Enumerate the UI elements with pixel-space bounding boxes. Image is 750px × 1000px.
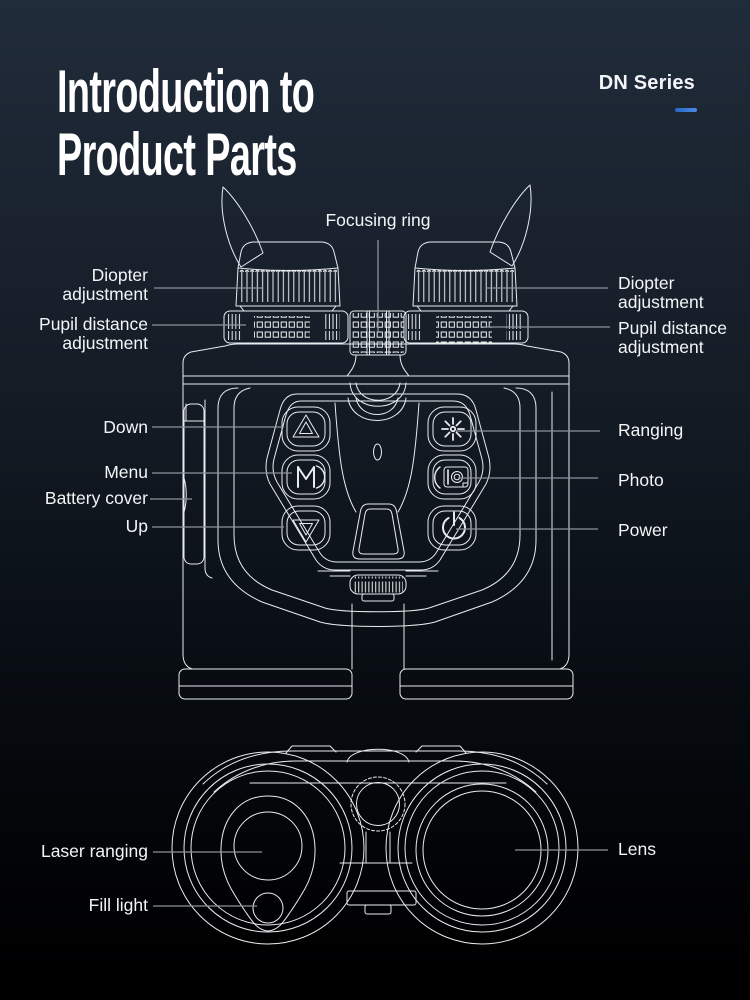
- label-photo: Photo: [618, 470, 664, 490]
- label-diopter-right: Diopter adjustment: [618, 273, 704, 312]
- grip-contour-inner: [233, 387, 521, 613]
- power-icon: [442, 511, 466, 540]
- focus-wheel: [349, 574, 407, 602]
- laser-housing-outline: [220, 795, 316, 932]
- front-wheel-dome: [346, 748, 410, 763]
- front-view-drawing: [171, 745, 579, 945]
- left-diopter-ring: [239, 269, 337, 305]
- right-barrel-cap: [399, 668, 574, 700]
- label-pupil-right: Pupil distance adjustment: [618, 318, 727, 357]
- up-button: [281, 505, 331, 551]
- label-diopter-left: Diopter adjustment: [62, 265, 148, 304]
- photo-button: [427, 454, 477, 500]
- down-button: [281, 406, 331, 452]
- triangle-up-icon: [292, 414, 320, 438]
- menu-button: [281, 454, 331, 500]
- grip-contour-outer: [217, 387, 537, 627]
- fill-light-lens: [252, 892, 284, 924]
- front-left-barrel: [171, 751, 365, 945]
- left-pupil-plate: [223, 310, 349, 344]
- label-lens: Lens: [618, 839, 656, 859]
- front-right-barrel: [385, 751, 579, 945]
- camera-icon: [434, 466, 469, 489]
- label-menu: Menu: [104, 462, 148, 482]
- triangle-down-icon: [292, 519, 320, 543]
- label-up: Up: [125, 516, 148, 536]
- series-underline: [675, 108, 697, 112]
- menu-m-icon: [297, 465, 326, 489]
- left-eyecup-horn: [221, 186, 264, 268]
- label-down: Down: [103, 417, 148, 437]
- leader-lines: [150, 240, 610, 907]
- right-eyecup: [412, 184, 532, 312]
- front-bottom-bridge: [339, 862, 417, 915]
- focusing-ring-neck: [349, 382, 407, 407]
- right-diopter-ring: [416, 269, 514, 305]
- control-panel: [265, 393, 491, 571]
- left-eyecup-dome: [237, 241, 339, 269]
- indicator-led: [373, 443, 382, 461]
- top-view-drawing: [178, 184, 574, 700]
- panel-waist-lines: [334, 402, 420, 513]
- right-eyecup-dome: [414, 241, 516, 269]
- label-pupil-left: Pupil distance adjustment: [39, 314, 148, 353]
- label-laser-ranging: Laser ranging: [40, 841, 148, 861]
- label-power: Power: [618, 520, 668, 540]
- left-barrel-cap: [178, 668, 353, 700]
- laser-ranging-lens: [233, 811, 303, 881]
- battery-cover: [183, 403, 205, 565]
- series-badge: DN Series: [598, 72, 695, 94]
- label-ranging: Ranging: [618, 420, 684, 440]
- panel-top-hump: [347, 397, 407, 421]
- front-focus-knob: [350, 776, 406, 863]
- label-fill-light: Fill light: [88, 895, 148, 915]
- laser-starburst-icon: [441, 417, 465, 441]
- right-eyecup-horn: [489, 184, 532, 267]
- left-eyecup: [221, 186, 341, 312]
- body-outline: [178, 383, 574, 700]
- page-title: Introduction to Product Parts: [57, 58, 315, 188]
- label-battery-cover: Battery cover: [44, 488, 148, 508]
- panel-bottom-trapezoid: [352, 503, 405, 560]
- power-button: [427, 505, 477, 551]
- label-focusing-ring: Focusing ring: [325, 210, 431, 230]
- ranging-button: [427, 406, 477, 452]
- top-plate: [182, 343, 570, 385]
